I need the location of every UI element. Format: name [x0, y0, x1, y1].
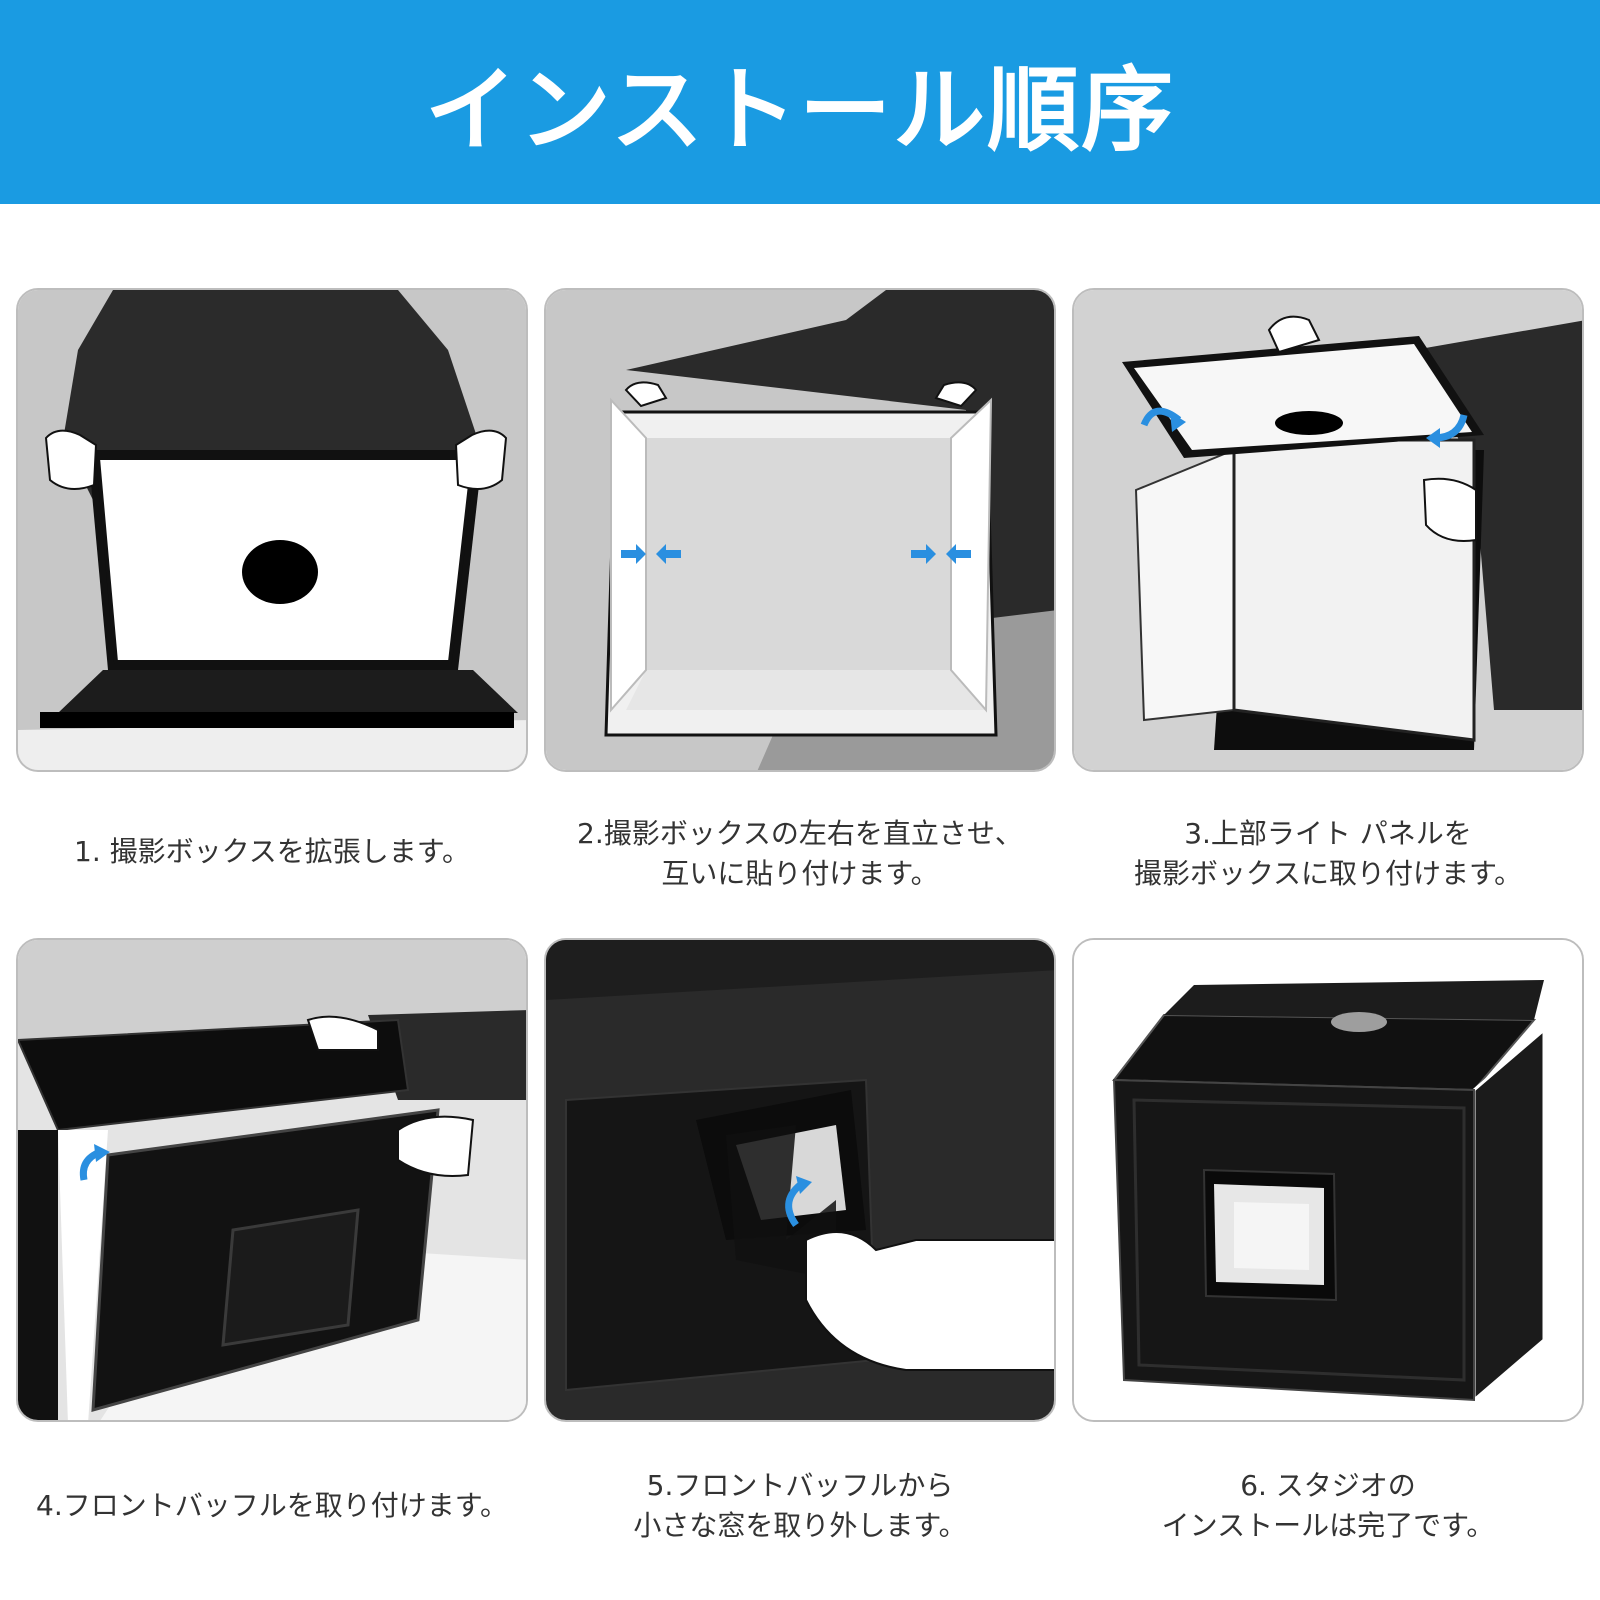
step-3-caption: 3.上部ライト パネルを 撮影ボックスに取り付けます。: [1068, 814, 1588, 894]
caption-line: 小さな窓を取り外します。: [633, 1509, 967, 1542]
page-title: インストール順序: [424, 56, 1176, 164]
step-4-illustration: [16, 938, 528, 1422]
caption-line: 1. 撮影ボックスを拡張します。: [74, 835, 470, 868]
caption-line: 4.フロントバッフルを取り付けます。: [36, 1489, 508, 1522]
caption-line: 2.撮影ボックスの左右を直立させ、: [577, 817, 1023, 850]
step-1-illustration: [16, 288, 528, 772]
step-6-caption: 6. スタジオの インストールは完了です。: [1068, 1466, 1588, 1546]
step-6-illustration: [1072, 938, 1584, 1422]
step-5-illustration: [544, 938, 1056, 1422]
caption-line: インストールは完了です。: [1161, 1509, 1495, 1542]
step-2-illustration: [544, 288, 1056, 772]
step-3-illustration: [1072, 288, 1584, 772]
caption-line: 撮影ボックスに取り付けます。: [1133, 857, 1523, 890]
step-5-caption: 5.フロントバッフルから 小さな窓を取り外します。: [540, 1466, 1060, 1546]
caption-line: 6. スタジオの: [1240, 1469, 1416, 1502]
step-2-caption: 2.撮影ボックスの左右を直立させ、 互いに貼り付けます。: [540, 814, 1060, 894]
caption-line: 5.フロントバッフルから: [646, 1469, 954, 1502]
step-1-caption: 1. 撮影ボックスを拡張します。: [12, 832, 532, 872]
title-banner: インストール順序: [0, 0, 1600, 204]
step-4-caption: 4.フロントバッフルを取り付けます。: [12, 1486, 532, 1526]
push-arrows: [621, 544, 971, 564]
caption-line: 互いに貼り付けます。: [661, 857, 939, 890]
caption-line: 3.上部ライト パネルを: [1184, 817, 1472, 850]
